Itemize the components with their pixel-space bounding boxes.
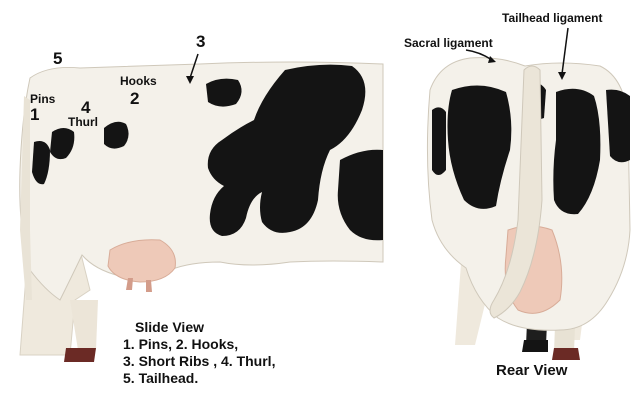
label-5-tailhead: 5 [53, 50, 62, 67]
label-2-hooks: 2 [130, 90, 139, 107]
side-view-cow [20, 54, 383, 362]
label-tailhead-ligament: Tailhead ligament [502, 12, 602, 24]
label-sacral-ligament: Sacral ligament [404, 37, 493, 49]
label-thurl: Thurl [68, 116, 98, 128]
legend-line-3: 5. Tailhead. [123, 370, 275, 387]
legend-line-2: 3. Short Ribs , 4. Thurl, [123, 353, 275, 370]
label-hooks: Hooks [120, 75, 157, 87]
legend-title: Slide View [123, 319, 275, 336]
legend-line-1: 1. Pins, 2. Hooks, [123, 336, 275, 353]
side-view-legend: Slide View 1. Pins, 2. Hooks, 3. Short R… [123, 319, 275, 387]
label-3-short-ribs: 3 [196, 33, 205, 50]
label-4-thurl: 4 [81, 99, 90, 116]
rear-view-title: Rear View [496, 362, 567, 379]
label-1-pins: 1 [30, 106, 39, 123]
label-pins: Pins [30, 93, 55, 105]
rear-view-cow [427, 28, 630, 360]
